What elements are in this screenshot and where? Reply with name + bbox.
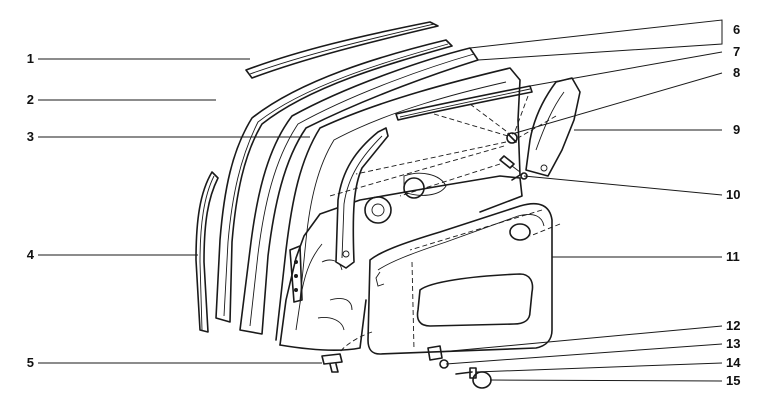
part-1-upper-seal <box>245 21 439 79</box>
callout-6: 6 <box>733 22 741 37</box>
part-8-fastener <box>506 132 518 144</box>
callout-13: 13 <box>726 336 741 351</box>
part-12-clip <box>427 345 443 361</box>
part-9-corner-trim <box>525 77 581 177</box>
part-5-clip <box>321 353 343 373</box>
callout-8: 8 <box>733 65 741 80</box>
callout-12: 12 <box>726 318 741 333</box>
part-3-window-guide <box>335 127 389 269</box>
callout-11: 11 <box>726 249 740 264</box>
part-6-door-frame <box>239 47 521 341</box>
callout-7: 7 <box>733 44 741 59</box>
callout-15: 15 <box>726 373 741 388</box>
part-7-glass-run <box>395 85 533 121</box>
callout-2: 2 <box>26 92 34 107</box>
part-2-door-seal <box>215 39 453 323</box>
callout-14: 14 <box>726 355 741 370</box>
assembly-lines <box>329 95 561 353</box>
part-10-screw <box>499 155 528 180</box>
callout-9: 9 <box>733 122 741 137</box>
callout-5: 5 <box>26 355 34 370</box>
part-11-trim-panel <box>367 202 553 355</box>
leader-lines <box>38 19 723 382</box>
part-4-side-seal <box>195 171 219 333</box>
part-14-screw <box>455 367 477 379</box>
callout-1: 1 <box>26 51 34 66</box>
part-15-cap <box>472 371 492 389</box>
callout-3: 3 <box>26 129 34 144</box>
callout-4: 4 <box>26 247 34 262</box>
callout-10: 10 <box>726 187 741 202</box>
door-shell <box>279 172 523 351</box>
